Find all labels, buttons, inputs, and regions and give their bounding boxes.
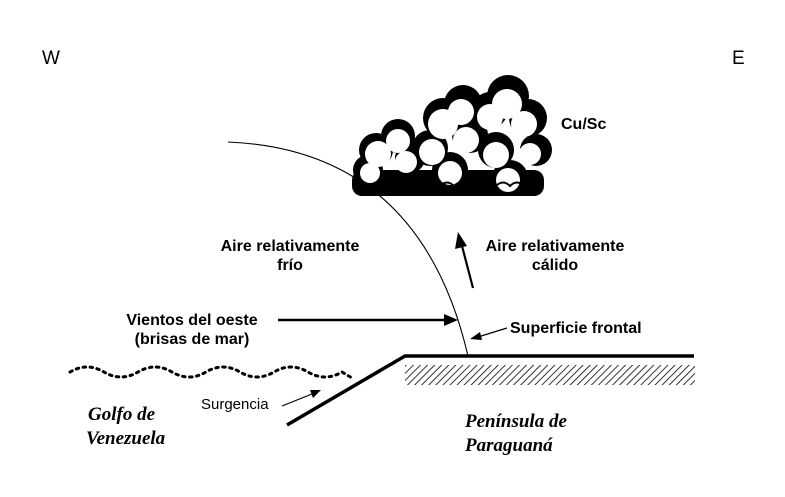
gulf-line1: Golfo de [88, 404, 156, 425]
cloud-cluster [352, 75, 552, 196]
frontal-pointer-arrow [470, 327, 508, 340]
peninsula-line1: Península de [465, 411, 567, 432]
warm-air-rising-arrow [455, 232, 475, 289]
east-label: E [732, 48, 745, 69]
sea-surface-waves [68, 365, 354, 380]
west-label: W [42, 48, 60, 69]
cloud-label: Cu/Sc [561, 116, 607, 133]
warm-air-line2: cálido [531, 257, 579, 275]
land-hatching [405, 365, 695, 385]
frontal-surface-curve [227, 141, 469, 357]
winds-line2: (brisas de mar) [134, 331, 250, 349]
frontal-surface-label: Superficie frontal [510, 320, 642, 337]
westerly-winds-arrow [278, 314, 458, 326]
warm-air-line1: Aire relativamente [485, 238, 625, 255]
cold-air-line1: Aire relativamente [220, 238, 360, 255]
gulf-label: Golfo de Venezuela [86, 403, 165, 451]
gulf-line2: Venezuela [86, 428, 166, 449]
peninsula-line2: Paraguaná [465, 435, 553, 456]
warm-air-label: Aire relativamente cálido [470, 237, 640, 275]
winds-label: Vientos del oeste (brisas de mar) [108, 311, 276, 349]
winds-line1: Vientos del oeste [126, 312, 258, 329]
peninsula-label: Península de Paraguaná [465, 410, 567, 458]
cold-air-label: Aire relativamente frío [205, 237, 375, 275]
coastline-terrain [286, 354, 694, 427]
upwelling-arrow [281, 390, 321, 407]
upwelling-label: Surgencia [201, 396, 269, 413]
cold-air-line2: frío [277, 257, 303, 275]
